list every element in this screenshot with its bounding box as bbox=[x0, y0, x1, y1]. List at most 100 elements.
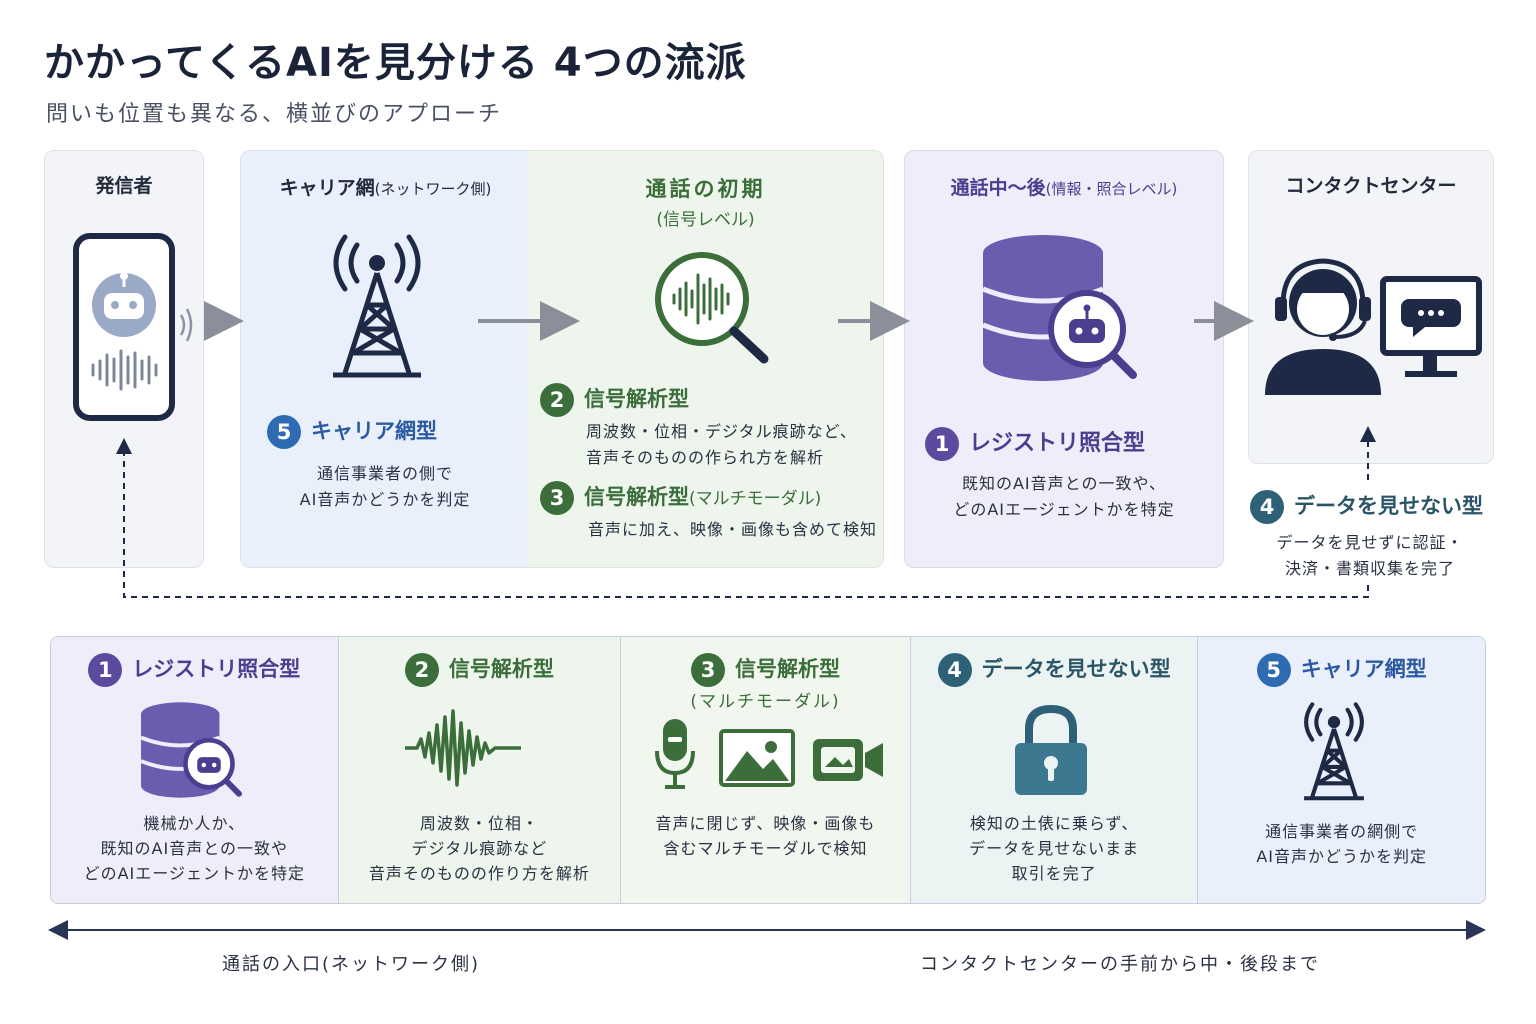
signal-type-text: 信号解析型 bbox=[584, 387, 689, 411]
signal-type-label: 2 信号解析型 bbox=[540, 383, 689, 417]
contact-center-panel: コンタクトセンター bbox=[1248, 150, 1494, 464]
summary-carrier-desc-1: 通信事業者の網側で bbox=[1265, 822, 1419, 841]
summary-signal-desc-1: 周波数・位相・ bbox=[419, 814, 539, 833]
badge-2: 2 bbox=[540, 383, 574, 417]
summary-no-data-desc: 検知の土俵に乗らず、 データを見せないまま 取引を完了 bbox=[911, 811, 1198, 886]
summary-signal-desc: 周波数・位相・ デジタル痕跡など 音声そのものの作り方を解析 bbox=[339, 811, 621, 886]
early-call-panel: 通話の初期 (信号レベル) 2 信号解析型 周波数・位相・デジタル痕跡など、 音声… bbox=[528, 150, 884, 568]
page-title: かかってくるAIを見分ける 4つの流派 bbox=[44, 40, 747, 86]
summary-multimodal-head: 3 信号解析型 bbox=[621, 653, 910, 687]
summary-carrier-label: キャリア網型 bbox=[1300, 657, 1427, 681]
image-icon bbox=[719, 729, 796, 787]
carrier-type-label: 5 キャリア網型 bbox=[267, 415, 437, 449]
summary-registry-desc-2: 既知のAI音声との一致や bbox=[100, 839, 289, 858]
summary-registry-desc-1: 機械か人か、 bbox=[143, 814, 246, 833]
summary-signal-head: 2 信号解析型 bbox=[339, 653, 621, 687]
video-camera-icon bbox=[813, 739, 884, 781]
summary-no-data-desc-2: データを見せないまま bbox=[969, 839, 1140, 858]
contact-center-title: コンタクトセンター bbox=[1285, 175, 1457, 197]
registry-desc: 既知のAI音声との一致や、 どのAIエージェントかを特定 bbox=[905, 471, 1223, 523]
microphone-icon bbox=[655, 719, 696, 789]
badge-5: 5 bbox=[267, 415, 301, 449]
summary-signal: 2 信号解析型 周波数・位相・ デジタル痕跡など 音声そのものの作り方を解析 bbox=[338, 637, 622, 903]
badge-4: 4 bbox=[1250, 490, 1284, 524]
no-data-type-text: データを見せない型 bbox=[1294, 494, 1483, 518]
no-data-desc: データを見せずに認証・ 決済・書類収集を完了 bbox=[1250, 530, 1490, 582]
sender-title: 発信者 bbox=[95, 175, 153, 197]
multimodal-type-label: 3 信号解析型(マルチモーダル) bbox=[540, 481, 821, 515]
summary-signal-desc-2: デジタル痕跡など bbox=[411, 839, 548, 858]
summary-badge-3: 3 bbox=[691, 653, 725, 687]
early-title-note: (信号レベル) bbox=[656, 210, 755, 230]
summary-multimodal: 3 信号解析型 (マルチモーダル) 音声に閉じず、映像・画像も 含むマルチモーダル… bbox=[621, 637, 911, 903]
summary-badge-2: 2 bbox=[404, 653, 439, 687]
mid-title-main: 通話中〜後 bbox=[950, 177, 1046, 199]
carrier-title-main: キャリア網 bbox=[279, 177, 375, 199]
no-data-type-label: 4 データを見せない型 bbox=[1250, 490, 1483, 524]
multimodal-type-note: (マルチモーダル) bbox=[689, 489, 822, 509]
badge-3: 3 bbox=[540, 481, 574, 515]
summary-badge-1: 1 bbox=[88, 653, 123, 687]
summary-signal-desc-3: 音声そのものの作り方を解析 bbox=[368, 864, 590, 883]
summary-badge-4: 4 bbox=[937, 653, 972, 687]
early-title: 通話の初期 bbox=[645, 177, 766, 201]
cell-tower-icon bbox=[333, 234, 421, 378]
page-subtitle: 問いも位置も異なる、横並びのアプローチ bbox=[46, 102, 503, 127]
summary-registry-head: 1 レジストリ照合型 bbox=[51, 653, 338, 687]
multimodal-type-text: 信号解析型 bbox=[584, 485, 689, 509]
registry-type-text: レジストリ照合型 bbox=[969, 431, 1146, 456]
lock-icon bbox=[1014, 704, 1087, 795]
summary-carrier: 5 キャリア網型 通信事業者の網側で AI音声かどうかを判定 bbox=[1198, 637, 1485, 903]
carrier-title-note: (ネットワーク側) bbox=[374, 180, 492, 198]
database-robot-icon bbox=[982, 235, 1137, 381]
carrier-desc-line2: AI音声かどうかを判定 bbox=[299, 490, 471, 509]
carrier-title: キャリア網(ネットワーク側) bbox=[241, 173, 530, 200]
database-robot-icon bbox=[140, 702, 242, 798]
no-data-desc-line1: データを見せずに認証・ bbox=[1276, 533, 1464, 552]
summary-badge-5: 5 bbox=[1256, 653, 1291, 687]
summary-multimodal-desc-1: 音声に閉じず、映像・画像も bbox=[655, 814, 876, 833]
axis-right-label: コンタクトセンターの手前から中・後段まで bbox=[920, 954, 1320, 975]
summary-carrier-head: 5 キャリア網型 bbox=[1198, 653, 1485, 687]
mid-title: 通話中〜後(情報・照合レベル) bbox=[905, 173, 1223, 200]
sender-panel: 発信者 bbox=[44, 150, 204, 568]
summary-registry-desc: 機械か人か、 既知のAI音声との一致や どのAIエージェントかを特定 bbox=[51, 811, 338, 886]
signal-desc-line2: 音声そのものの作られ方を解析 bbox=[586, 448, 825, 467]
no-data-desc-line2: 決済・書類収集を完了 bbox=[1284, 559, 1455, 578]
waveform-icon bbox=[404, 709, 521, 787]
carrier-desc-line1: 通信事業者の側で bbox=[316, 464, 453, 483]
dashed-loop-connector bbox=[116, 438, 1369, 598]
mid-title-note: (情報・照合レベル) bbox=[1045, 180, 1178, 198]
signal-desc: 周波数・位相・デジタル痕跡など、 音声そのものの作られ方を解析 bbox=[586, 419, 857, 471]
summary-no-data: 4 データを見せない型 検知の土俵に乗らず、 データを見せないまま 取引を完了 bbox=[910, 637, 1199, 903]
summary-multimodal-note: (マルチモーダル) bbox=[690, 692, 841, 712]
summary-registry-desc-3: どのAIエージェントかを特定 bbox=[83, 864, 305, 883]
smartphone-robot-icon bbox=[73, 233, 193, 421]
summary-no-data-label: データを見せない型 bbox=[981, 657, 1171, 681]
summary-registry: 1 レジストリ照合型 機械か人か、 既知のAI音声との一致や どのAIエージェント… bbox=[51, 637, 339, 903]
flow-arrows bbox=[116, 301, 1376, 598]
carrier-panel: キャリア網(ネットワーク側) 5 キャリア網型 通信事業者の側で AI音声かどうか… bbox=[240, 150, 530, 568]
summary-carrier-desc: 通信事業者の網側で AI音声かどうかを判定 bbox=[1198, 819, 1485, 869]
timeline-axis bbox=[48, 920, 1486, 940]
summary-multimodal-desc-2: 含むマルチモーダルで検知 bbox=[663, 839, 868, 858]
summary-signal-label: 信号解析型 bbox=[448, 657, 554, 681]
multimodal-desc: 音声に加え、映像・画像も含めて検知 bbox=[588, 520, 878, 539]
signal-desc-line1: 周波数・位相・デジタル痕跡など、 bbox=[586, 422, 857, 441]
summary-multimodal-label: 信号解析型 bbox=[735, 657, 840, 681]
summary-no-data-desc-3: 取引を完了 bbox=[1011, 864, 1097, 883]
carrier-desc: 通信事業者の側で AI音声かどうかを判定 bbox=[241, 461, 529, 513]
axis-left-label: 通話の入口(ネットワーク側) bbox=[222, 954, 481, 975]
summary-carrier-desc-2: AI音声かどうかを判定 bbox=[1256, 847, 1428, 866]
summary-table: 1 レジストリ照合型 機械か人か、 既知のAI音声との一致や どのAIエージェント… bbox=[50, 636, 1486, 904]
registry-desc-line2: どのAIエージェントかを特定 bbox=[953, 500, 1175, 519]
cell-tower-icon bbox=[1304, 702, 1365, 801]
signal-magnifier-icon bbox=[655, 252, 769, 364]
registry-desc-line1: 既知のAI音声との一致や、 bbox=[961, 474, 1167, 493]
summary-registry-label: レジストリ照合型 bbox=[132, 657, 301, 681]
carrier-type-text: キャリア網型 bbox=[311, 419, 437, 443]
summary-multimodal-desc: 音声に閉じず、映像・画像も 含むマルチモーダルで検知 bbox=[621, 811, 910, 861]
summary-no-data-head: 4 データを見せない型 bbox=[911, 653, 1198, 687]
